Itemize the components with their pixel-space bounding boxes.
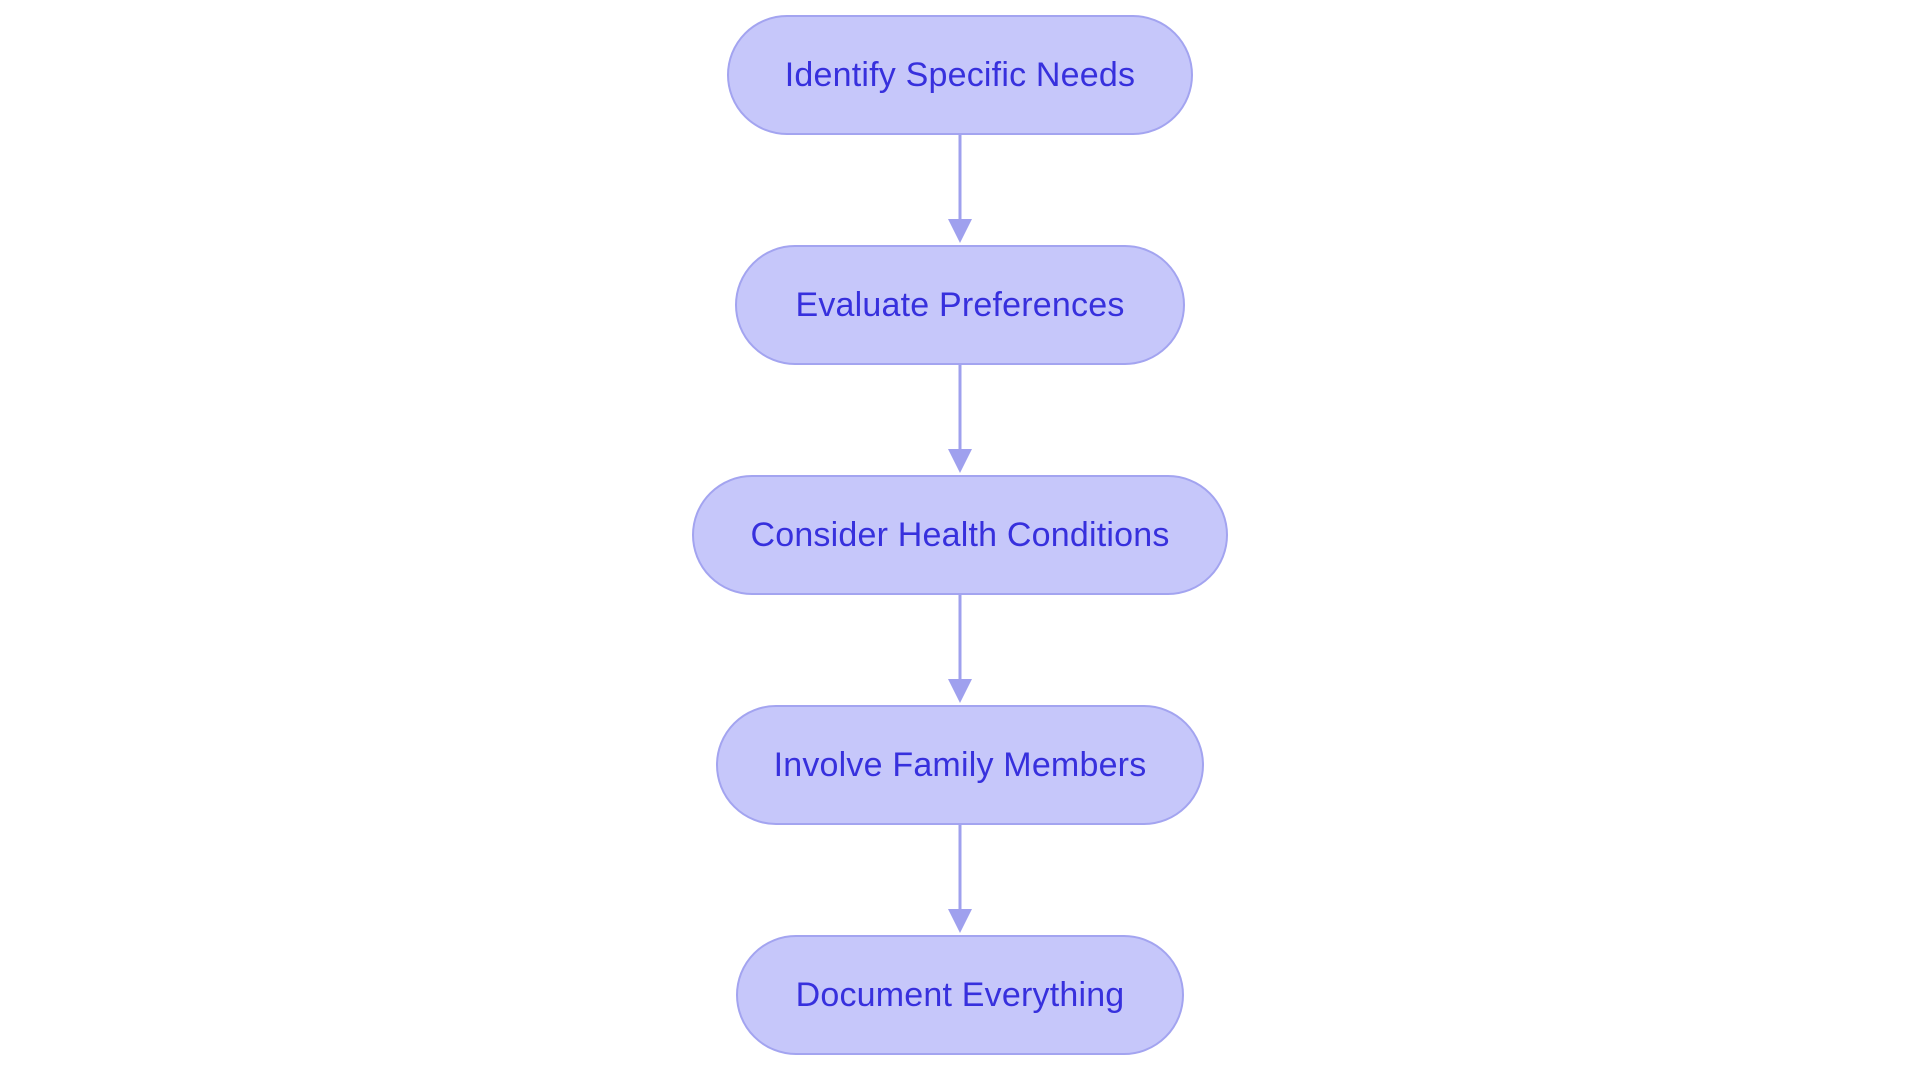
flow-edge-n2-n3 — [945, 365, 975, 475]
flow-node-identify-specific-needs[interactable]: Identify Specific Needs — [726, 15, 1194, 135]
flow-node-consider-health-conditions[interactable]: Consider Health Conditions — [692, 475, 1228, 595]
flow-node-label: Identify Specific Needs — [784, 56, 1136, 94]
down-arrow-icon — [948, 679, 972, 703]
flow-node-label: Consider Health Conditions — [750, 516, 1170, 554]
down-arrow-icon — [948, 449, 972, 473]
down-arrow-icon — [948, 219, 972, 243]
down-arrow-icon — [948, 909, 972, 933]
flow-edge-n1-n2 — [945, 135, 975, 245]
flow-edge-n4-n5 — [945, 825, 975, 935]
flow-node-evaluate-preferences[interactable]: Evaluate Preferences — [735, 245, 1185, 365]
flow-node-label: Evaluate Preferences — [795, 286, 1125, 324]
flow-node-involve-family-members[interactable]: Involve Family Members — [715, 705, 1205, 825]
flow-node-label: Involve Family Members — [773, 746, 1147, 784]
flow-edge-n3-n4 — [945, 595, 975, 705]
flow-node-document-everything[interactable]: Document Everything — [735, 935, 1185, 1055]
flow-node-label: Document Everything — [795, 976, 1125, 1014]
